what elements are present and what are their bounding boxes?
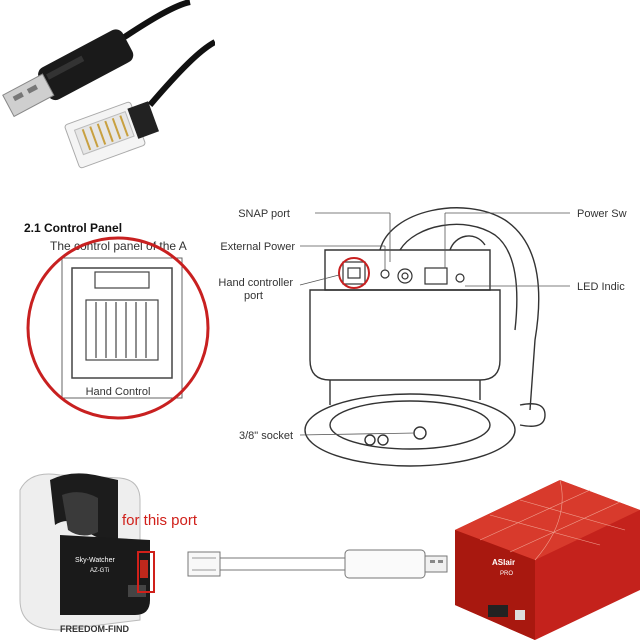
label-power-switch: Power Sw: [577, 208, 627, 220]
control-panel-heading: 2.1 Control Panel: [24, 221, 122, 235]
connection-cable: [187, 549, 448, 579]
inset-label: Hand Control: [86, 386, 151, 398]
label-snap-port: SNAP port: [238, 208, 290, 220]
label-hand-controller-port-2: port: [244, 290, 263, 302]
label-socket: 3/8" socket: [239, 430, 293, 442]
label-led-indicator: LED Indic: [577, 281, 625, 293]
label-external-power: External Power: [220, 241, 295, 253]
mount-brand: Sky-Watcher: [75, 557, 115, 564]
mount-diagram: SNAP port External Power Hand controller…: [215, 190, 640, 470]
mount-series: FREEDOM-FIND: [60, 624, 129, 634]
highlight-circle: [26, 236, 210, 420]
port-highlight-box: [137, 551, 155, 593]
bottom-connection-photo: Sky-Watcher AZ-GTi FREEDOM-FIND for this…: [0, 470, 640, 643]
usb-cable-photo: [0, 0, 215, 175]
control-panel-section: 2.1 Control Panel The control panel of t…: [0, 210, 230, 425]
control-panel-intro: The control panel of the A: [50, 239, 187, 253]
label-hand-controller-port: Hand controller: [218, 277, 293, 289]
device-brand: ASIair: [492, 558, 515, 567]
asiair-pro-device: ASIair PRO: [455, 479, 640, 640]
device-model: PRO: [500, 571, 513, 577]
mount-model: AZ-GTi: [90, 568, 109, 574]
az-gti-mount: Sky-Watcher AZ-GTi FREEDOM-FIND: [19, 473, 150, 634]
port-callout: for this port: [122, 512, 198, 529]
